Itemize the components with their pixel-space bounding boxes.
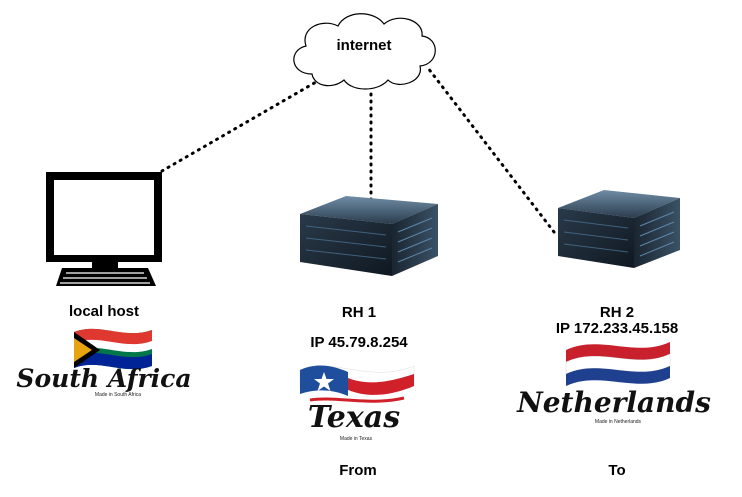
rh1-node: RH 1 IP 45.79.8.254 (300, 196, 438, 351)
local-host-label: local host (69, 303, 139, 320)
rh2-ip: IP 172.233.45.158 (556, 320, 678, 337)
rh2-role-label: To (608, 462, 625, 479)
netherlands-caption: Made in Netherlands (595, 419, 642, 425)
south-africa-logo: South Africa Made in South Africa (16, 328, 192, 398)
monitor-icon (46, 172, 162, 286)
rh2-name: RH 2 (600, 304, 634, 321)
texas-logo: Texas Made in Texas (299, 365, 415, 442)
internet-label: internet (336, 37, 391, 54)
texas-wordmark: Texas (308, 400, 400, 435)
internet-cloud: internet (293, 13, 436, 90)
local-host-node: local host (46, 172, 162, 320)
netherlands-logo: Netherlands Made in Netherlands (516, 342, 711, 425)
netherlands-flag-icon (565, 342, 671, 386)
south-africa-wordmark: South Africa (16, 364, 191, 393)
connection-links (160, 66, 556, 234)
texas-caption: Made in Texas (340, 436, 373, 442)
rh1-ip: IP 45.79.8.254 (310, 334, 408, 351)
south-africa-flag-icon (74, 328, 152, 370)
server-icon (300, 196, 438, 276)
south-africa-caption: Made in South Africa (95, 392, 141, 398)
texas-flag-icon (299, 365, 415, 403)
link-local-internet (160, 76, 325, 173)
cloud-icon (293, 13, 436, 90)
rh2-node: RH 2 IP 172.233.45.158 (556, 190, 680, 337)
rh1-role-label: From (339, 462, 377, 479)
netherlands-wordmark: Netherlands (516, 386, 711, 419)
server-icon (558, 190, 680, 268)
rh1-name: RH 1 (342, 304, 376, 321)
link-rh2-internet (426, 66, 556, 234)
